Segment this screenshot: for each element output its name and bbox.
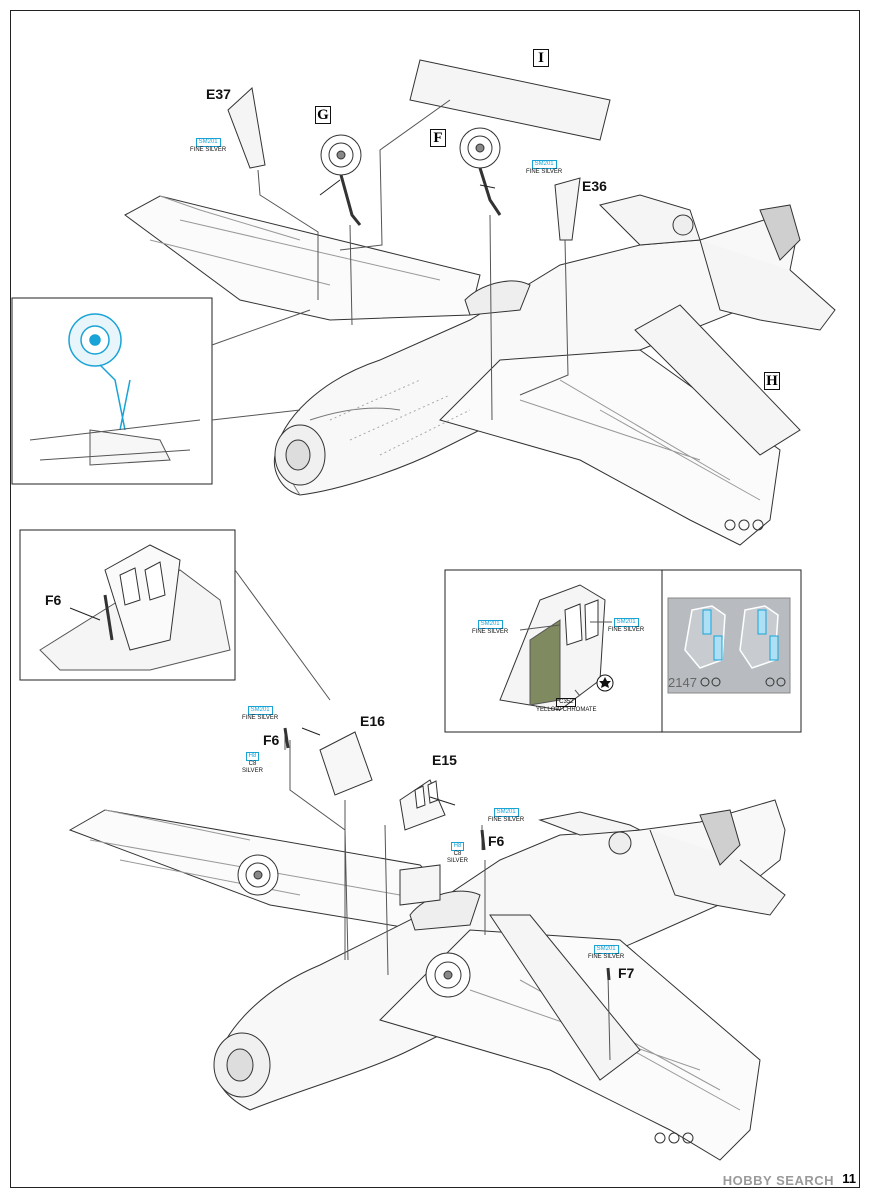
part-label-e15: E15 [432, 752, 457, 768]
page-number: 11 [842, 1171, 856, 1186]
star-in-circle-icon [599, 677, 611, 688]
page-frame [10, 10, 860, 1188]
bottom-aircraft-drawing [68, 727, 786, 1161]
step-marker-g: G [315, 106, 331, 124]
color-callout-e37: SM201 FINE SILVER [190, 138, 226, 154]
color-code: SM201 [247, 706, 273, 715]
inset-gear-detail [68, 313, 131, 431]
color-name: FINE SILVER [588, 954, 625, 960]
part-label-e36: E36 [582, 178, 607, 194]
part-label-f7: F7 [618, 965, 635, 981]
alt-color-callout-f6-right: H8 C8 SILVER [447, 842, 468, 865]
color-name: FINE SILVER [526, 169, 563, 175]
alt-color-callout-f6-left: H8 C8 SILVER [242, 752, 263, 775]
color-callout-e15: SM201 FINE SILVER [488, 808, 524, 824]
color-name: SILVER [242, 768, 263, 774]
color-callout-e36: SM201 FINE SILVER [526, 160, 562, 176]
color-code: C352 [556, 698, 577, 707]
color-code: H8 [450, 842, 465, 851]
color-name: FINE SILVER [242, 715, 279, 721]
color-code: SM201 [531, 160, 557, 169]
step-marker-f: F [430, 129, 446, 147]
color-name: FINE SILVER [488, 817, 525, 823]
color-code-2: C8 [248, 761, 257, 767]
step-marker-h: H [764, 372, 780, 390]
part-label-e37: E37 [206, 86, 231, 102]
color-callout-door-left: SM201 FINE SILVER [472, 620, 508, 636]
color-name: SILVER [447, 858, 468, 864]
color-code: SM201 [593, 945, 619, 954]
color-name: YELLOW CHROMATE [536, 707, 597, 713]
color-code: SM201 [477, 620, 503, 629]
part-label-f6-left: F6 [263, 732, 280, 748]
part-label-f6-right: F6 [488, 833, 505, 849]
color-callout-chromate: C352 YELLOW CHROMATE [536, 698, 597, 714]
color-code: SM201 [493, 808, 519, 817]
color-name: FINE SILVER [472, 629, 509, 635]
color-code-2: C8 [453, 851, 462, 857]
color-code: SM201 [613, 618, 639, 627]
watermark: HOBBY SEARCH [722, 1173, 834, 1188]
photoetch-fret-number: 2147 [668, 675, 697, 690]
color-callout-f7: SM201 FINE SILVER [588, 945, 624, 961]
top-aircraft-drawing [124, 59, 836, 546]
color-code: H8 [245, 752, 260, 761]
color-code: SM201 [195, 138, 221, 147]
step-marker-i: I [533, 49, 549, 67]
color-name: FINE SILVER [608, 627, 645, 633]
color-name: FINE SILVER [190, 147, 227, 153]
part-label-f6-inset: F6 [45, 592, 62, 608]
color-callout-door-right: SM201 FINE SILVER [608, 618, 644, 634]
color-callout-f6-left: SM201 FINE SILVER [242, 706, 278, 722]
part-label-e16: E16 [360, 713, 385, 729]
